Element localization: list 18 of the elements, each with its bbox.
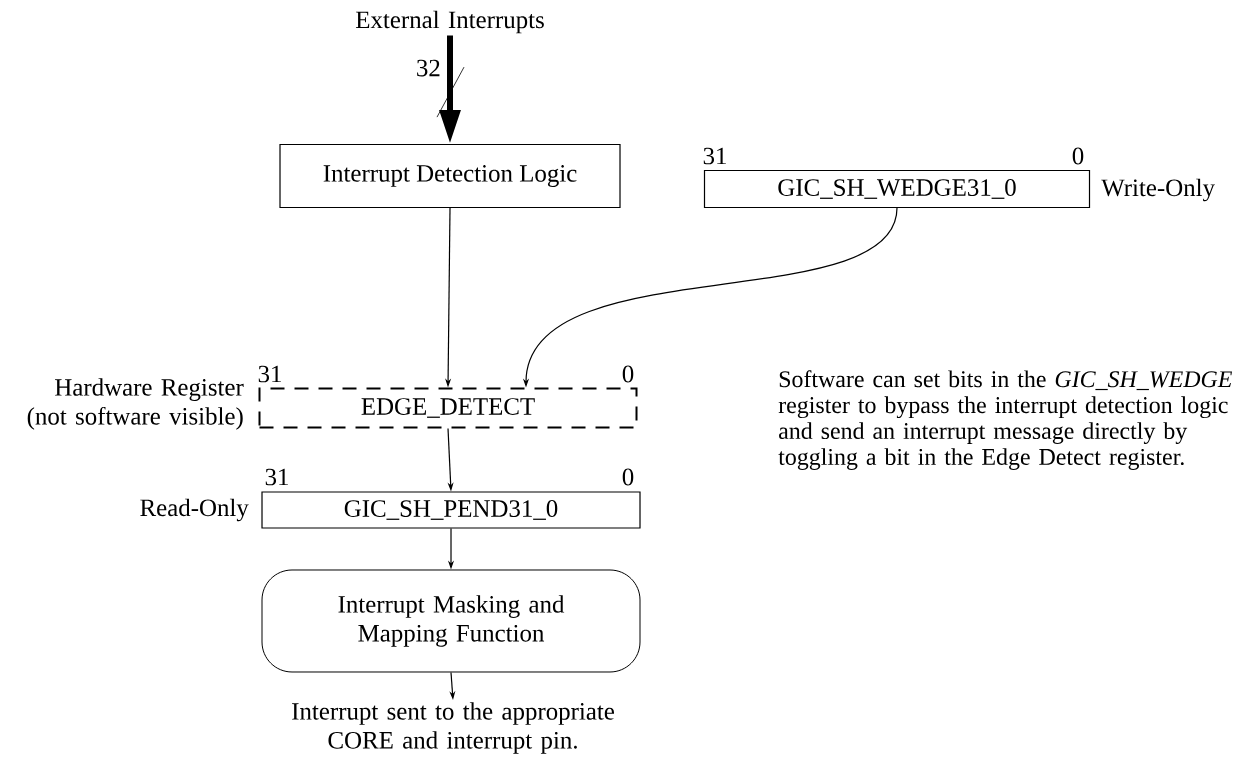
bit-number: 31 [703,147,726,165]
edge-label: 32 [414,58,442,78]
bit-number: 31 [265,468,288,486]
access-label: Hardware Register (not software visible) [27,378,244,430]
bit-number: 0 [1072,147,1084,165]
caption-text: External Interrupts [356,10,544,34]
access-label: Write-Only [1101,178,1215,202]
bit-number: 0 [622,468,634,486]
hardware-register-box: EDGE_DETECT [258,387,638,429]
function-box: Interrupt Masking and Mapping Function [261,569,641,673]
note-text: Software can set bits in the GIC_SH_WEDGE register to bypass the interrupt detection logic and send an interrupt message directly by toggling a bit in the Edge Detect register. [778,370,1232,470]
access-label: Read-Only [140,498,249,522]
register-box: GIC_SH_WEDGE31_0 [703,169,1091,209]
bit-number: 31 [258,365,281,383]
process-box: Interrupt Detection Logic [279,143,621,209]
register-box: GIC_SH_PEND31_0 [261,491,641,529]
bit-number: 0 [622,365,634,383]
caption-text: Interrupt sent to the appropriate CORE and interrupt pin. [292,702,614,754]
